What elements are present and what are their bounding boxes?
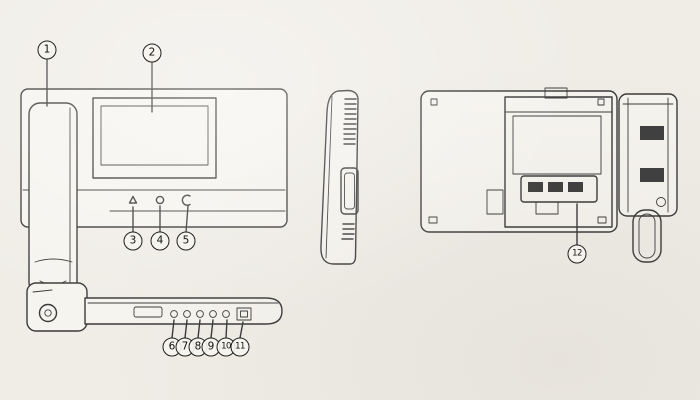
control-knob-5 (222, 310, 230, 318)
connector-port-inner (240, 310, 248, 318)
front-view (20, 88, 288, 294)
side-connector (340, 167, 359, 215)
wall-bracket (618, 93, 678, 263)
callout-12: 12 (567, 244, 587, 264)
bracket-screw-hole (656, 197, 666, 207)
recess-inner (512, 115, 602, 175)
rear-view (420, 87, 618, 233)
monitor-button-icon (155, 195, 165, 205)
hanging-tab (544, 87, 568, 99)
callout-11: 11 (230, 337, 250, 357)
callout-3: 3 (123, 231, 143, 251)
bottom-view (26, 282, 283, 332)
rear-terminal-box (486, 189, 504, 215)
rear-body-outline (420, 90, 618, 233)
callout-4: 4 (150, 231, 170, 251)
control-knob-3 (196, 310, 204, 318)
handset (28, 102, 78, 294)
cradle-end (26, 282, 88, 332)
control-knob-1 (170, 310, 178, 318)
front-buttons (128, 194, 191, 206)
callout-5: 5 (176, 231, 196, 251)
bracket-slot-upper (640, 126, 664, 140)
underside-controls (133, 306, 252, 321)
speaker-slot (133, 306, 163, 318)
side-view (320, 89, 359, 265)
callout-1: 1 (37, 40, 57, 60)
cable-clamp (535, 201, 559, 215)
control-knob-4 (209, 310, 217, 318)
callout-2: 2 (142, 43, 162, 63)
underside-slab (84, 297, 283, 325)
leader-lines (46, 58, 578, 339)
control-knob-2 (183, 310, 191, 318)
unlock-button-icon (181, 194, 191, 206)
bracket-slot-lower (640, 168, 664, 182)
mounting-recess (504, 87, 613, 228)
side-vents-bottom (341, 223, 355, 240)
screen (92, 97, 217, 179)
bracket-plate (618, 93, 678, 217)
terminal-block (520, 175, 598, 203)
connector-port (236, 307, 252, 321)
side-vents-top (343, 98, 357, 145)
talk-button-icon (128, 195, 138, 204)
bracket-strap (632, 209, 662, 263)
